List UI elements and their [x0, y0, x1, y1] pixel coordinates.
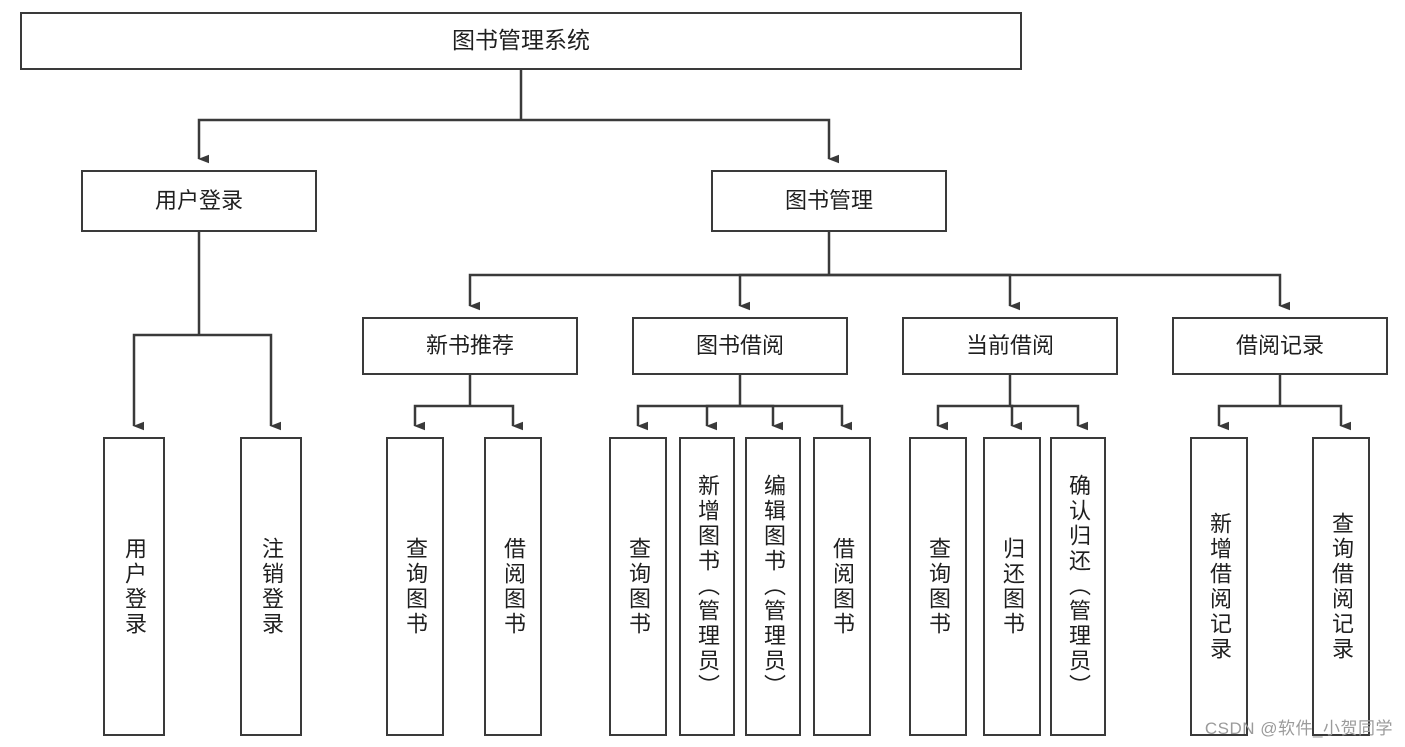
node-leaf-user-login[interactable]: 用户登录 — [103, 437, 165, 736]
node-label: 新书推荐 — [425, 333, 514, 359]
node-label: 归还图书 — [1000, 536, 1025, 637]
node-leaf-borrow-book-2[interactable]: 借阅图书 — [813, 437, 871, 736]
node-root[interactable]: 图书管理系统 — [20, 12, 1022, 70]
node-label: 查询图书 — [926, 536, 951, 637]
node-new-book-rec[interactable]: 新书推荐 — [362, 317, 578, 375]
node-label: 编辑图书（管理员） — [761, 474, 786, 699]
node-leaf-query-book-2[interactable]: 查询图书 — [609, 437, 667, 736]
node-label: 用户登录 — [154, 188, 243, 214]
node-label: 借阅图书 — [501, 536, 526, 637]
node-borrow-record[interactable]: 借阅记录 — [1172, 317, 1388, 375]
node-book-borrow[interactable]: 图书借阅 — [632, 317, 848, 375]
node-label: 确认归还（管理员） — [1066, 474, 1091, 699]
edge-user-login-to-leaf-user-logout — [199, 333, 281, 431]
edge-root-to-user-login — [197, 118, 521, 164]
edge-book-manage-to-current-borrow — [829, 273, 1020, 311]
edge-book-manage-to-borrow-record — [829, 273, 1290, 311]
node-label: 用户登录 — [122, 536, 147, 637]
node-label: 新增图书（管理员） — [695, 474, 720, 699]
node-current-borrow[interactable]: 当前借阅 — [902, 317, 1118, 375]
node-leaf-user-logout[interactable]: 注销登录 — [240, 437, 302, 736]
edge-book-borrow-to-leaf-add-book — [705, 404, 740, 431]
edge-current-borrow-to-leaf-query-book-3 — [936, 404, 1010, 431]
node-leaf-query-book-3[interactable]: 查询图书 — [909, 437, 967, 736]
node-label: 图书借阅 — [695, 333, 784, 359]
edge-book-manage-to-book-borrow — [738, 273, 829, 311]
node-user-login[interactable]: 用户登录 — [81, 170, 317, 232]
node-leaf-query-book-1[interactable]: 查询图书 — [386, 437, 444, 736]
node-label: 借阅记录 — [1235, 333, 1324, 359]
node-label: 当前借阅 — [965, 333, 1054, 359]
node-label: 借阅图书 — [830, 536, 855, 637]
edge-current-borrow-to-leaf-confirm-return — [1010, 404, 1088, 431]
edge-book-borrow-to-leaf-edit-book — [740, 404, 783, 431]
edge-new-book-rec-to-leaf-borrow-book-1 — [470, 404, 523, 431]
node-label: 新增借阅记录 — [1207, 511, 1232, 662]
edge-book-borrow-to-leaf-query-book-2 — [636, 404, 740, 431]
node-label: 查询图书 — [626, 536, 651, 637]
edge-borrow-record-to-leaf-add-record — [1217, 404, 1280, 431]
edge-current-borrow-to-leaf-return-book — [1010, 404, 1022, 431]
node-book-manage[interactable]: 图书管理 — [711, 170, 947, 232]
node-label: 图书管理 — [784, 188, 873, 214]
node-leaf-return-book[interactable]: 归还图书 — [983, 437, 1041, 736]
node-leaf-add-record[interactable]: 新增借阅记录 — [1190, 437, 1248, 736]
watermark-text: CSDN @软件_小贺同学 — [1204, 719, 1393, 738]
node-leaf-edit-book[interactable]: 编辑图书（管理员） — [745, 437, 801, 736]
node-label: 注销登录 — [259, 536, 284, 637]
edge-paths — [132, 70, 1351, 431]
edge-book-manage-to-new-book-rec — [468, 273, 829, 311]
node-leaf-confirm-return[interactable]: 确认归还（管理员） — [1050, 437, 1106, 736]
node-leaf-add-book[interactable]: 新增图书（管理员） — [679, 437, 735, 736]
edge-root-to-book-manage — [521, 118, 839, 164]
edge-book-borrow-to-leaf-borrow-book-2 — [740, 404, 852, 431]
node-label: 查询借阅记录 — [1329, 511, 1354, 662]
node-label: 查询图书 — [403, 536, 428, 637]
node-leaf-borrow-book-1[interactable]: 借阅图书 — [484, 437, 542, 736]
edge-user-login-to-leaf-user-login — [132, 333, 199, 431]
node-leaf-query-record[interactable]: 查询借阅记录 — [1312, 437, 1370, 736]
edge-new-book-rec-to-leaf-query-book-1 — [413, 404, 470, 431]
edge-borrow-record-to-leaf-query-record — [1280, 404, 1351, 431]
node-label: 图书管理系统 — [452, 27, 590, 54]
